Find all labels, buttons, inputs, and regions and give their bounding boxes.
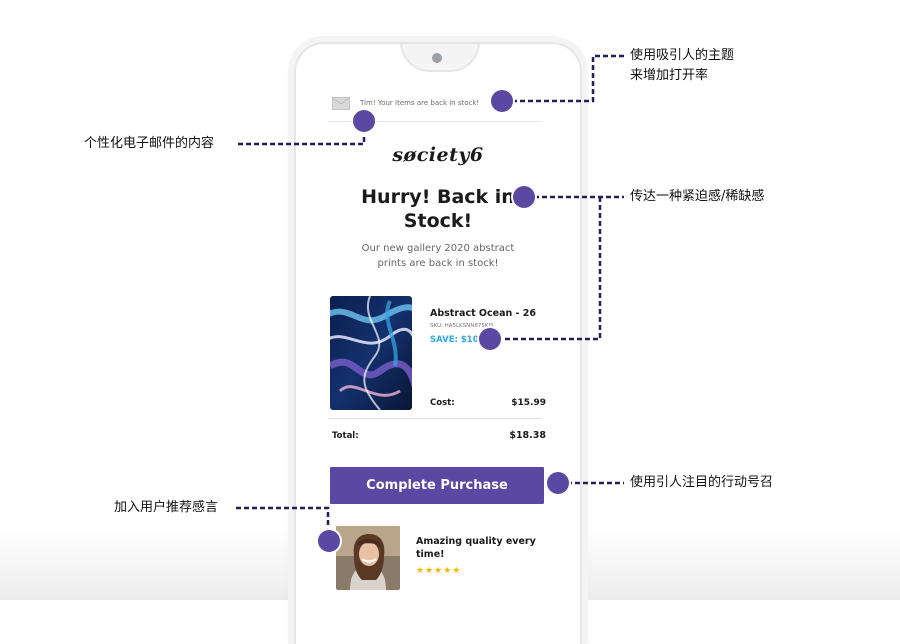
email-headline: Hurry! Back in Stock! [361,186,515,232]
callout-personalized: 个性化电子邮件的内容 [84,136,215,151]
product-name[interactable]: Abstract Ocean - 26 [430,308,537,319]
product-save-badge: SAVE: $10 [430,335,479,345]
callout-urgency: 传达一种紧迫感/稀缺感 [630,189,765,204]
annotation-dot-subject [491,90,513,112]
mail-icon [332,96,350,110]
annotation-dot-cta [547,472,569,494]
email-subtext: Our new gallery 2020 abstract prints are… [361,243,515,269]
product-sku: SKU: HA5LKSNN875KJS [430,323,494,329]
brand-logo: søciety6 [392,144,484,166]
total-value: $18.38 [509,430,546,441]
avatar [336,526,400,590]
annotation-dot-personalized [353,110,375,132]
total-label: Total: [332,431,359,441]
callout-subject: 使用吸引人的主题 来增加打开率 [630,48,735,83]
camera-icon [432,53,442,63]
phone-mockup: Tim! Your Items are back in stock! søcie… [294,42,582,644]
product-image[interactable] [330,296,412,410]
annotation-dot-urgency [513,186,535,208]
complete-purchase-button[interactable]: Complete Purchase [330,467,544,504]
cost-label: Cost: [430,398,455,408]
divider [328,418,542,419]
callout-testimonial: 加入用户推荐感言 [114,500,219,515]
email-preheader: Tim! Your Items are back in stock! [332,94,542,112]
annotation-dot-save [479,328,501,350]
testimonial-quote: Amazing quality every time! [416,536,536,560]
cost-value: $15.99 [511,398,546,408]
annotation-dot-testimonial [318,530,340,552]
star-rating: ★★★★★ [416,566,462,576]
callout-cta: 使用引人注目的行动号召 [630,475,774,490]
divider [328,121,542,122]
preheader-text: Tim! Your Items are back in stock! [360,99,480,107]
